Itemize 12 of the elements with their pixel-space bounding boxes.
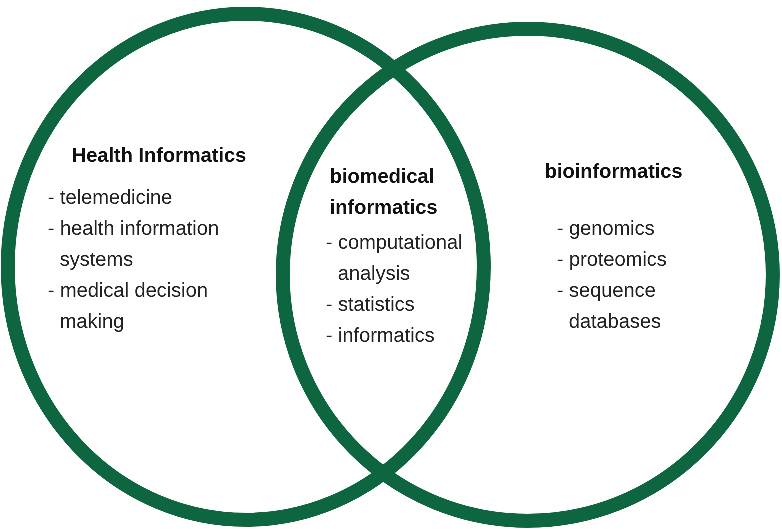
list-item: - telemedicine [48, 186, 174, 211]
list-item: - statistics [326, 293, 416, 318]
list-item: - proteomics [557, 248, 668, 273]
set-heading: biomedical informatics [330, 165, 439, 221]
list-item: - informatics [326, 324, 436, 349]
list-item: - genomics [557, 217, 656, 242]
set-heading: bioinformatics [545, 160, 684, 185]
list-item: - health information systems [48, 217, 220, 273]
list-item: - sequence databases [557, 279, 662, 335]
list-item: - medical decision making [48, 279, 210, 335]
set-heading: Health Informatics [72, 144, 248, 169]
list-item: - computational analysis [326, 231, 464, 287]
